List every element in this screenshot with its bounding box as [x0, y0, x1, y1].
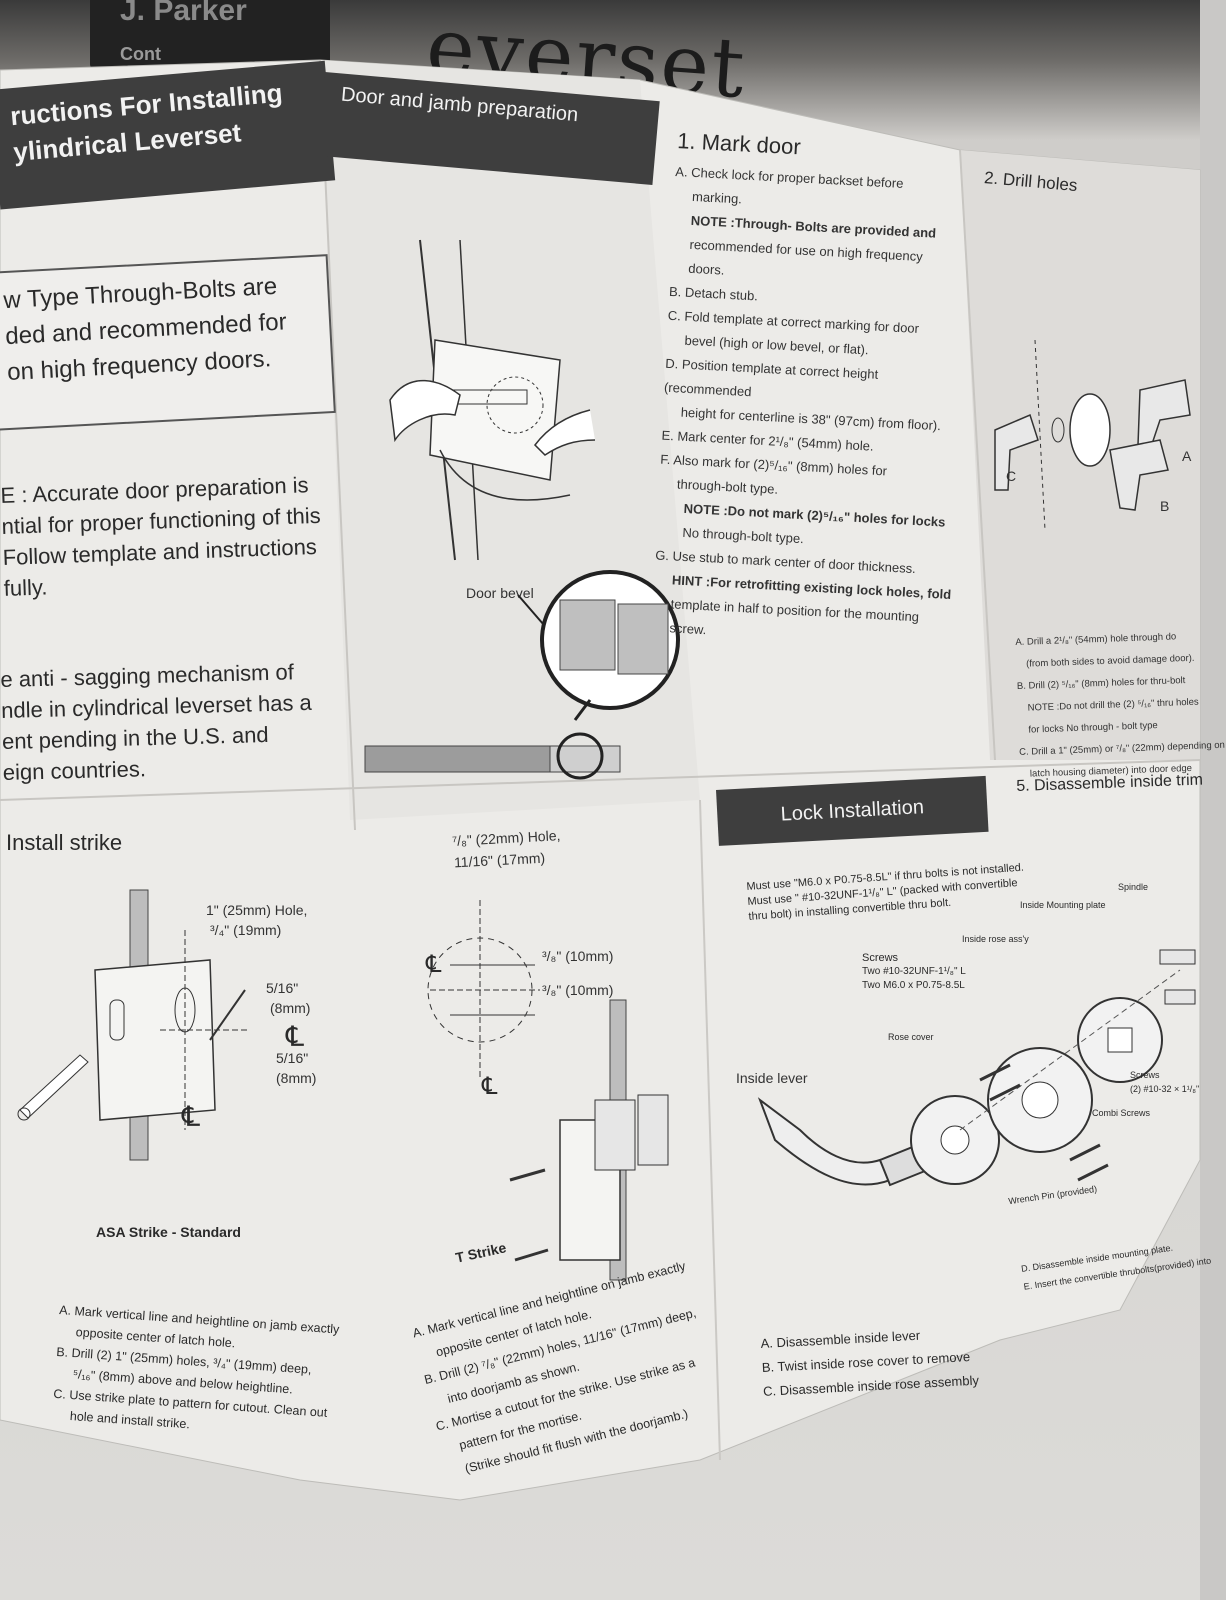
patent-note: e anti - sagging mechanism of ndle in cy… — [0, 655, 333, 788]
tstrike-illustration — [427, 900, 669, 1281]
instruction-sheet: ructions For Installing ylindrical Lever… — [0, 59, 1225, 1600]
strike-dim-1b: (8mm) — [270, 1000, 311, 1016]
drill-label-b: B — [1160, 498, 1170, 514]
centerline-symbol-3: ℄ — [426, 951, 442, 978]
strike-hole-label-2: ³/₄" (19mm) — [210, 922, 282, 938]
strike-steps: A. Mark vertical line and heightline on … — [51, 1300, 359, 1447]
strike-dim-2a: 5/16" — [276, 1050, 309, 1066]
strike-dim-2b: (8mm) — [276, 1070, 317, 1086]
drill-label-c: C — [1006, 468, 1017, 484]
asa-strike-illustration — [17, 889, 250, 1161]
centerline-symbol-2: ℄ — [182, 1101, 200, 1132]
strike-dim-1a: 5/16" — [266, 980, 299, 996]
accuracy-note: E : Accurate door preparation is ntial f… — [0, 468, 334, 603]
strike-hole-label-1: 1" (25mm) Hole, — [206, 902, 308, 918]
template-illustration — [389, 239, 596, 561]
screws-right-spec: (2) #10-32 × 1¹/₈" — [1130, 1084, 1200, 1094]
screws-two-2: Two M6.0 x P0.75-8.5L — [862, 980, 965, 991]
product-box: J. Parker Cont — [90, 0, 330, 70]
box-sub-text: Cont — [120, 44, 161, 64]
install-strike-heading: Install strike — [6, 830, 123, 855]
screws-two-1: Two #10-32UNF-1¹/₈" L — [862, 966, 966, 977]
mark-door-steps: A. Check lock for proper backset before … — [651, 160, 976, 655]
tstrike-dim-b: ³/₈" (10mm) — [542, 982, 614, 998]
drill-illustration — [994, 339, 1191, 531]
centerline-symbol-1: ℄ — [286, 1021, 304, 1052]
screws-label: Screws — [862, 952, 899, 964]
asa-strike-caption: ASA Strike - Standard — [96, 1224, 241, 1240]
spindle-label: Spindle — [1118, 882, 1149, 892]
screws-right-label: Screws — [1130, 1070, 1160, 1080]
drill-steps: A. Drill a 2¹/₈" (54mm) hole through do … — [1015, 626, 1225, 786]
door-bevel-label: Door bevel — [466, 585, 534, 601]
box-brand-text: J. Parker — [120, 0, 247, 27]
drill-label-a: A — [1182, 448, 1192, 464]
lock-exploded-illustration — [757, 949, 1196, 1187]
lock-steps: A. Disassemble inside lever B. Twist ins… — [760, 1321, 980, 1404]
mounting-plate-label: Inside Mounting plate — [1020, 900, 1106, 910]
door-bevel-detail — [364, 570, 680, 780]
tstrike-dim-a: ³/₈" (10mm) — [542, 948, 614, 964]
lock-installation-title: Lock Installation — [780, 796, 925, 826]
through-bolt-note-box: w Type Through-Bolts are ded and recomme… — [0, 254, 336, 431]
centerline-symbol-4: ℄ — [482, 1073, 498, 1100]
combi-screws-label: Combi Screws — [1092, 1108, 1151, 1118]
inside-lever-label: Inside lever — [736, 1070, 808, 1086]
rose-cover-label: Rose cover — [888, 1032, 934, 1042]
inside-rose-label: Inside rose ass'y — [962, 934, 1029, 944]
